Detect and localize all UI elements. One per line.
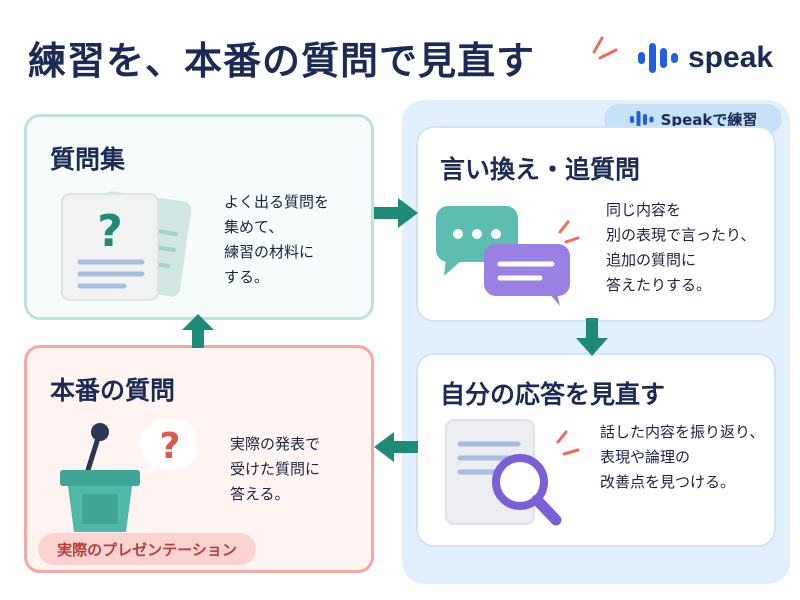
page-title: 練習を、本番の質問で見直す [28,39,536,83]
arrow-down-icon [576,318,608,356]
podium-icon: ? [60,418,196,532]
document-question-icon: ? [61,191,192,301]
card-question-collection-title: 質問集 [50,145,126,174]
arrow-right-icon [374,198,418,228]
card-review-response-title: 自分の応答を見直す [440,380,666,409]
speak-badge: Speakで練習 [604,104,782,134]
speak-badge-label: Speakで練習 [660,110,758,129]
speak-mini-logo-icon [629,111,654,127]
card-review-response-text: 話した内容を振り返り、 表現や論理の 改善点を見つける。 [600,423,765,491]
chat-bubbles-icon [436,206,580,306]
arrow-up-icon [182,314,214,348]
card-rephrase-followup-text: 同じ内容を 別の表現で言ったり、 追加の質問に 答えたりする。 [606,201,756,294]
card-rephrase-followup-title: 言い換え・追質問 [440,155,641,184]
spark-icon [592,36,618,60]
speak-logo: speak [636,40,773,76]
card-question-collection-text: よく出る質問を 集めて、 練習の材料に する。 [224,193,330,286]
magnifier-document-icon [445,419,580,526]
arrow-left-icon [374,432,418,462]
speak-logo-icon [638,43,678,73]
card-real-questions-text: 実際の発表で 受けた質問に 答える。 [230,435,321,503]
svg-text:?: ? [160,426,181,467]
logo-text: speak [688,41,774,74]
card-real-questions-title: 本番の質問 [50,376,176,405]
svg-text:?: ? [97,206,123,257]
real-presentation-badge: 実際のプレゼンテーション [38,533,256,565]
